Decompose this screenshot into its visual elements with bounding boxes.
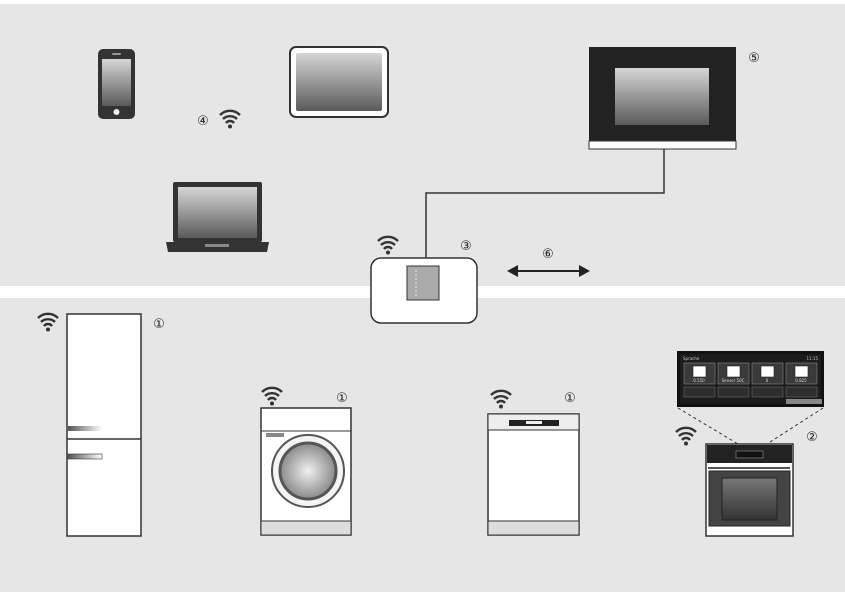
marker-4: ④ xyxy=(197,114,209,129)
smartphone xyxy=(98,49,135,119)
marker-2: ② xyxy=(806,430,818,445)
laptop xyxy=(166,182,269,252)
connection-cable xyxy=(425,149,665,258)
marker-3: ③ xyxy=(460,239,472,254)
tablet xyxy=(289,46,389,118)
oven-display-zoom: Sprache 11:15 0.550 Sensor 50C 0 0.825 xyxy=(677,351,824,407)
zoom-line-right xyxy=(766,407,824,445)
tile-label: 0.550 xyxy=(693,378,705,383)
heat-icon xyxy=(726,365,741,378)
marker-5: ⑤ xyxy=(748,51,760,66)
washing-machine xyxy=(260,386,352,536)
display-tile: 0.825 xyxy=(785,362,818,385)
fan-icon xyxy=(692,365,707,378)
fridge xyxy=(36,312,142,537)
display-header-left: Sprache xyxy=(683,356,700,361)
indoor-station xyxy=(588,47,737,150)
marker-6: ⑥ xyxy=(542,247,554,262)
double-arrow-icon xyxy=(507,265,590,277)
tile-label: 0 xyxy=(766,378,769,383)
steam-icon xyxy=(794,365,809,378)
tile-label: 0.825 xyxy=(795,378,807,383)
marker-1-fridge: ① xyxy=(153,317,165,332)
dishwasher xyxy=(487,389,580,536)
home-connect-module xyxy=(370,235,478,324)
oven xyxy=(674,426,794,537)
marker-1-washer: ① xyxy=(336,391,348,406)
display-tile: 0 xyxy=(751,362,784,385)
tile-label: Sensor 50C xyxy=(722,378,745,383)
display-tile: Sensor 50C xyxy=(717,362,750,385)
grill-icon xyxy=(760,365,775,378)
marker-1-dishwasher: ① xyxy=(564,391,576,406)
display-header-right: 11:15 xyxy=(806,356,818,361)
display-tile: 0.550 xyxy=(683,362,716,385)
